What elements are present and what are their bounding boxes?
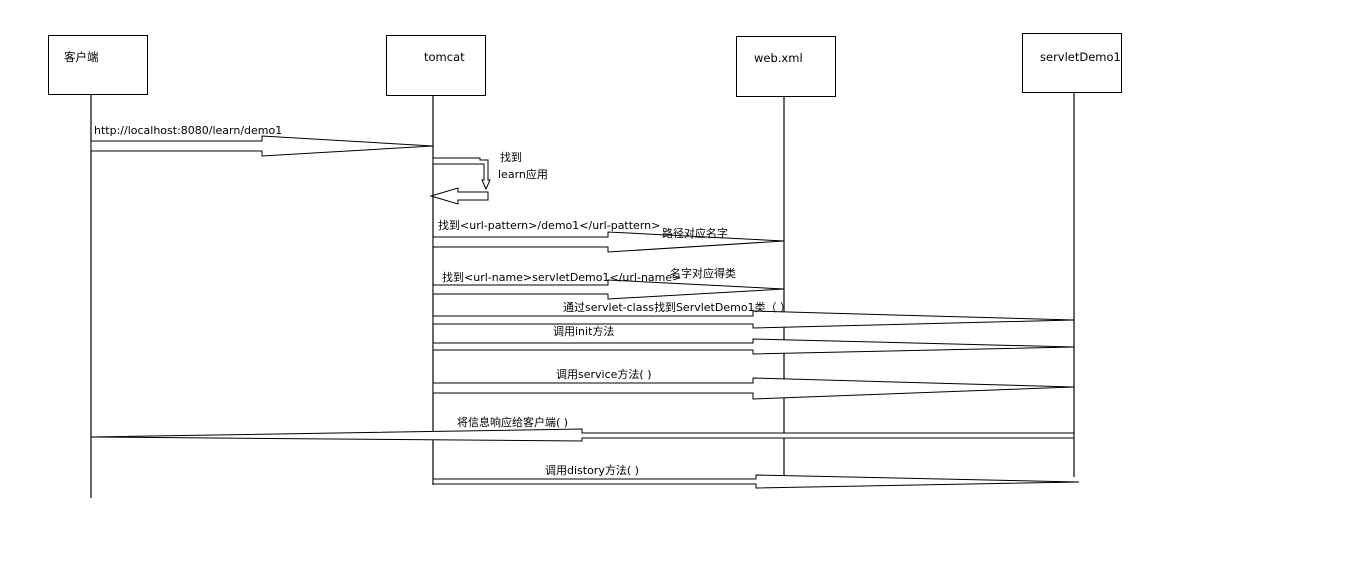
actor-tomcat-label: tomcat	[424, 50, 465, 64]
message-response-label: 将信息响应给客户端( )	[457, 415, 568, 429]
message-arrow-url-pattern	[432, 231, 785, 253]
message-arrow-url-name	[432, 279, 785, 300]
message-arrow-service	[432, 377, 1075, 400]
actor-servlet-label: servletDemo1	[1040, 50, 1121, 64]
actor-webxml: web.xml	[736, 36, 836, 97]
actor-webxml-label: web.xml	[754, 51, 803, 65]
message-destroy-label: 调用distory方法( )	[545, 463, 639, 477]
actor-client-label: 客户端	[64, 50, 99, 64]
message-name-class-label: 名字对应得类	[670, 266, 736, 280]
message-path-name-label: 路径对应名字	[662, 226, 728, 240]
actor-tomcat: tomcat	[386, 35, 486, 96]
actor-client: 客户端	[48, 35, 148, 95]
message-arrow-self-return	[429, 187, 489, 205]
message-arrow-self-find-app	[432, 157, 491, 191]
message-url-name-label: 找到<url-name>servletDemo1</url-name>	[442, 270, 681, 284]
message-url-pattern-label: 找到<url-pattern>/demo1</url-pattern>	[438, 218, 660, 232]
message-arrow-init	[432, 338, 1075, 355]
message-request-label: http://localhost:8080/learn/demo1	[94, 124, 282, 137]
message-init-label: 调用init方法	[553, 324, 614, 338]
message-service-label: 调用service方法( )	[556, 367, 651, 381]
message-find-label: 找到	[500, 150, 522, 164]
message-arrow-request	[90, 135, 434, 157]
message-arrow-response	[90, 428, 1075, 442]
actor-servlet: servletDemo1	[1022, 33, 1122, 93]
message-app-label: learn应用	[498, 167, 548, 181]
message-arrow-destroy	[432, 474, 1080, 489]
message-servlet-class-label: 通过servlet-class找到ServletDemo1类（ ）	[563, 300, 791, 314]
message-arrow-servlet-class	[432, 310, 1075, 329]
